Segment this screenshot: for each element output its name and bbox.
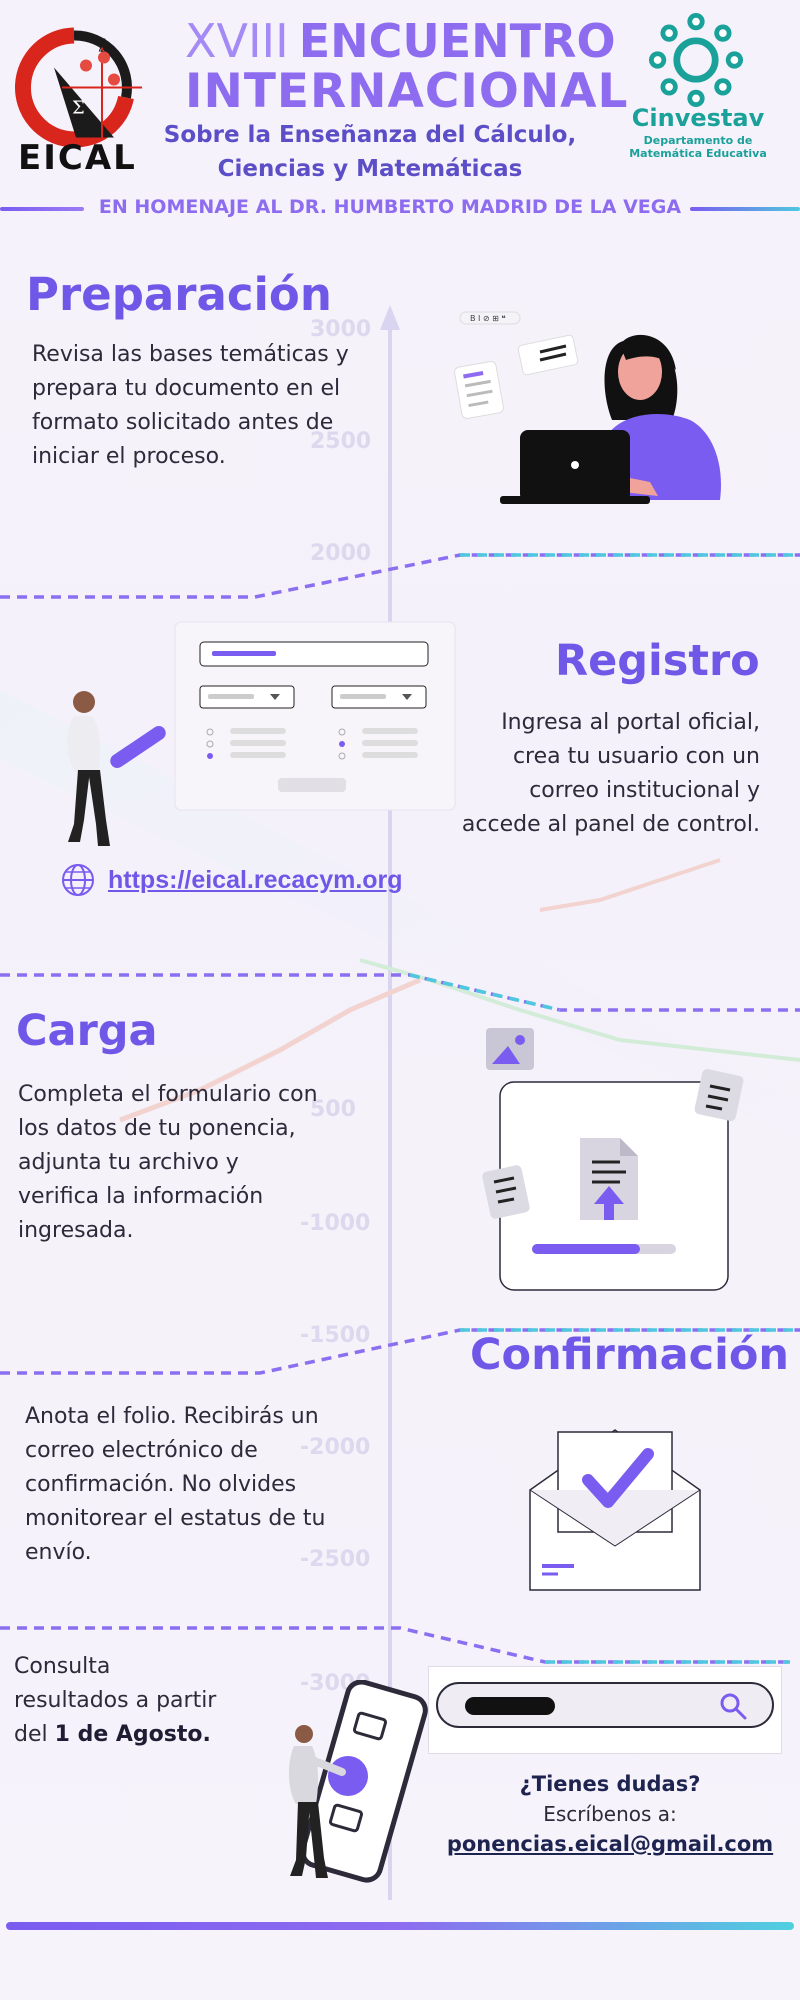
partner-name: Cinvestav (631, 104, 765, 132)
section-title-registro: Registro (555, 636, 760, 686)
homage-divider-left (0, 207, 84, 211)
envelope-icon (529, 1429, 701, 1591)
envelope-confirmation-illustration (529, 1429, 701, 1591)
eical-wordmark: EICAL (18, 138, 137, 178)
svg-text:B I ⊘ ⊞ ❝: B I ⊘ ⊞ ❝ (470, 314, 506, 323)
edition-number: XVIII (185, 14, 289, 68)
connector-line (0, 553, 800, 599)
upload-progress-bar (532, 1244, 640, 1254)
checkmark-icon (582, 1448, 654, 1508)
section-title-confirmacion: Confirmación (470, 1330, 789, 1380)
contact-prompt: Escríbenos a: (543, 1802, 677, 1826)
search-placeholder-bar (465, 1697, 555, 1715)
globe-icon (62, 864, 94, 896)
image-icon (486, 1028, 534, 1070)
eical-logo: Δ Σ (15, 27, 142, 148)
registration-form-illustration (67, 621, 456, 846)
svg-text:Δ: Δ (98, 36, 111, 57)
homage-divider-right (690, 207, 800, 211)
phone-user-illustration (288, 1680, 428, 1883)
connector-line (0, 973, 800, 1012)
contact-question: ¿Tienes dudas? (519, 1772, 701, 1796)
section-title-carga: Carga (16, 1006, 158, 1056)
section-text-carga: Completa el formulario con los datos de … (18, 1082, 318, 1243)
woman-laptop-illustration: B I ⊘ ⊞ ❝ (454, 311, 721, 504)
cinvestav-logo (648, 12, 744, 108)
event-title-line2: INTERNACIONAL (185, 64, 629, 119)
section-text-preparacion: Revisa las bases temáticas y prepara tu … (32, 342, 349, 469)
homage-text: EN HOMENAJE AL DR. HUMBERTO MADRID DE LA… (98, 196, 682, 218)
results-date-text: Consulta resultados a partir del 1 de Ag… (14, 1654, 217, 1747)
event-subtitle: Sobre la Enseñanza del Cálculo, Ciencias… (163, 122, 577, 182)
portal-link-row[interactable]: https://eical.recacym.org (60, 862, 403, 898)
file-upload-illustration (482, 1028, 744, 1291)
section-title-preparacion: Preparación (26, 268, 332, 321)
section-text-confirmacion: Anota el folio. Recibirás un correo elec… (25, 1404, 326, 1565)
search-icon[interactable] (718, 1691, 748, 1721)
svg-text:Σ: Σ (72, 98, 85, 119)
contact-email-link[interactable]: ponencias.eical@gmail.com (446, 1832, 774, 1856)
footer-gradient-bar (6, 1922, 794, 1930)
upload-icon (580, 1138, 638, 1220)
portal-link[interactable]: https://eical.recacym.org (108, 865, 403, 894)
partner-department: Departamento de Matemática Educativa (629, 134, 767, 160)
section-text-registro: Ingresa al portal oficial, crea tu usuar… (461, 710, 760, 837)
